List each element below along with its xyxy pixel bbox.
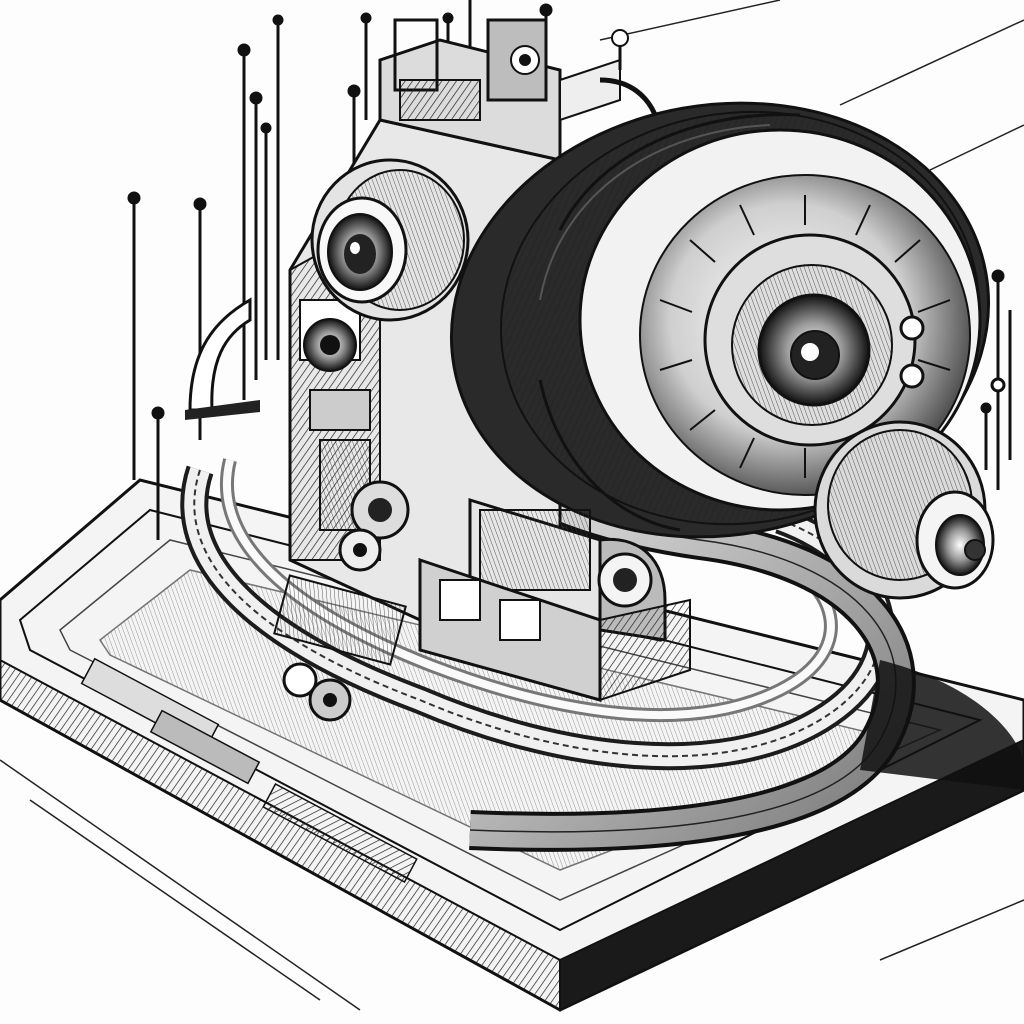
right-drum bbox=[813, 420, 995, 600]
curved-bracket bbox=[188, 297, 252, 412]
bracket-base bbox=[185, 400, 260, 420]
front-shadow bbox=[860, 660, 1024, 790]
cylinder-carriage bbox=[418, 497, 691, 702]
camera-pod bbox=[310, 158, 470, 322]
small-gears bbox=[273, 480, 410, 722]
big-wheel bbox=[449, 101, 991, 539]
